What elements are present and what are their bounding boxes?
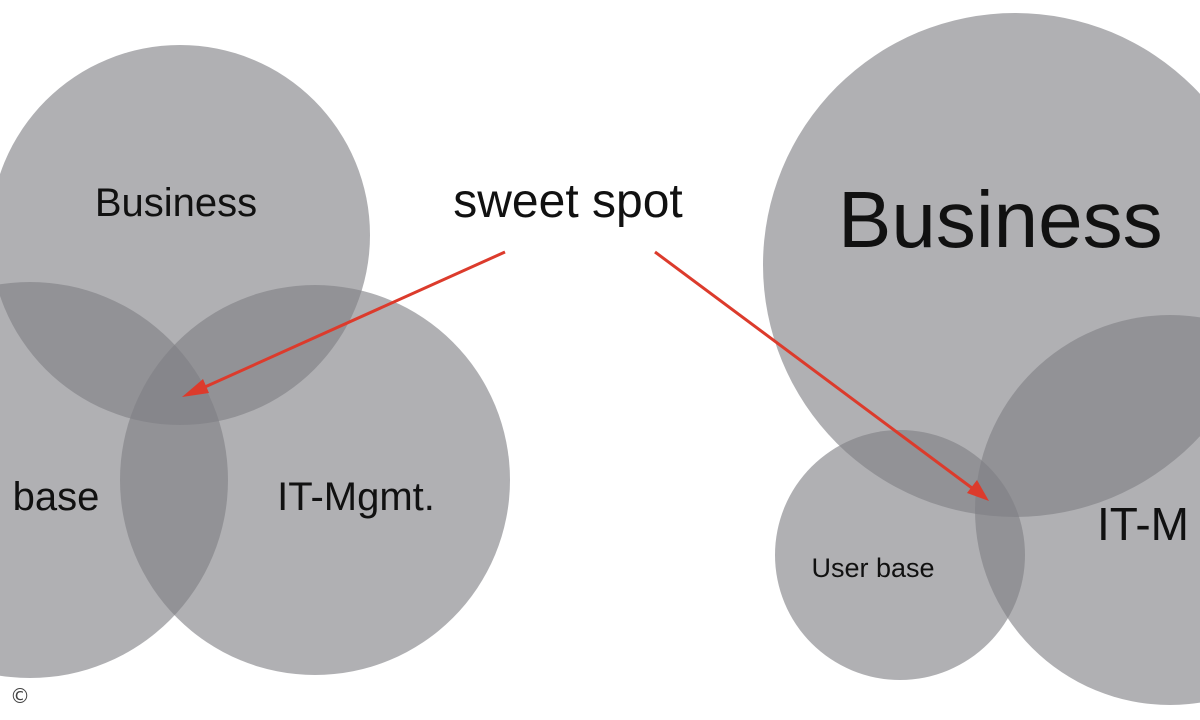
copyright-symbol: ©: [10, 684, 30, 708]
sweet-spot-callout: sweet spot: [182, 175, 989, 501]
right-it-mgmt-circle: [975, 315, 1200, 705]
left-venn-diagram: Business base IT-Mgmt.: [0, 45, 510, 678]
sweet-spot-label: sweet spot: [453, 175, 682, 228]
right-arrow-line: [654, 250, 977, 493]
left-arrow-head: [182, 379, 209, 397]
left-business-label: Business: [95, 181, 257, 225]
right-business-label: Business: [838, 175, 1163, 264]
right-user-base-label: User base: [811, 553, 934, 583]
left-arrow-line: [195, 250, 506, 393]
right-user-base-circle: [775, 430, 1025, 680]
left-user-base-label: base: [13, 475, 100, 519]
right-arrow-head: [967, 480, 989, 501]
right-venn-diagram: Business User base IT-M: [763, 13, 1200, 705]
left-it-mgmt-label: IT-Mgmt.: [277, 475, 435, 519]
right-it-mgmt-label: IT-M: [1097, 498, 1189, 550]
